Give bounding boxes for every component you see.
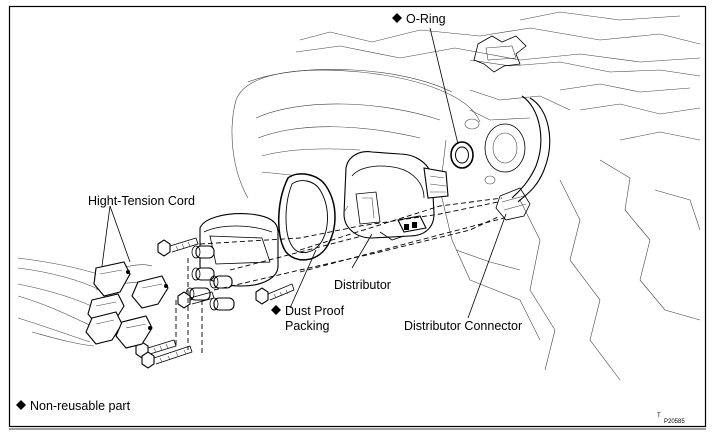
leader-lines — [101, 27, 507, 319]
cap-bolts-drawing — [135, 237, 295, 369]
non-reusable-part-label: Non-reusable part — [30, 399, 131, 413]
oil-filler-cap-drawing — [473, 35, 527, 73]
dust-proof-packing-label-line2: Packing — [285, 319, 330, 333]
o-ring-callout: O-Ring — [392, 12, 446, 26]
connector-harness-drawing — [495, 95, 551, 221]
non-reusable-diamond-icon — [271, 305, 281, 315]
distributor-label: Distributor — [334, 278, 391, 292]
distributor-connector-label: Distributor Connector — [404, 319, 522, 333]
high-tension-cords-drawing — [17, 257, 169, 349]
legend-non-reusable: Non-reusable part — [16, 399, 131, 413]
figure-code: T P20585 — [657, 413, 685, 425]
assembly-guide-lines — [175, 197, 505, 354]
distributor-drawing — [343, 151, 449, 241]
o-ring-label: O-Ring — [406, 12, 446, 26]
figure-frame — [8, 5, 707, 428]
non-reusable-diamond-icon — [16, 400, 26, 410]
engine-block-drawing — [231, 11, 701, 381]
dust-proof-packing-callout: Dust Proof Packing — [271, 304, 345, 333]
figure-code-number: P20585 — [664, 419, 685, 425]
figure-code-prefix: T — [657, 413, 661, 419]
hight-tension-cord-label: Hight-Tension Cord — [88, 194, 195, 208]
o-ring-drawing — [450, 141, 474, 169]
distributor-cap-drawing — [185, 213, 279, 311]
non-reusable-diamond-icon — [392, 13, 402, 23]
dust-proof-packing-drawing — [278, 173, 336, 261]
dust-proof-packing-label-line1: Dust Proof — [285, 304, 345, 318]
